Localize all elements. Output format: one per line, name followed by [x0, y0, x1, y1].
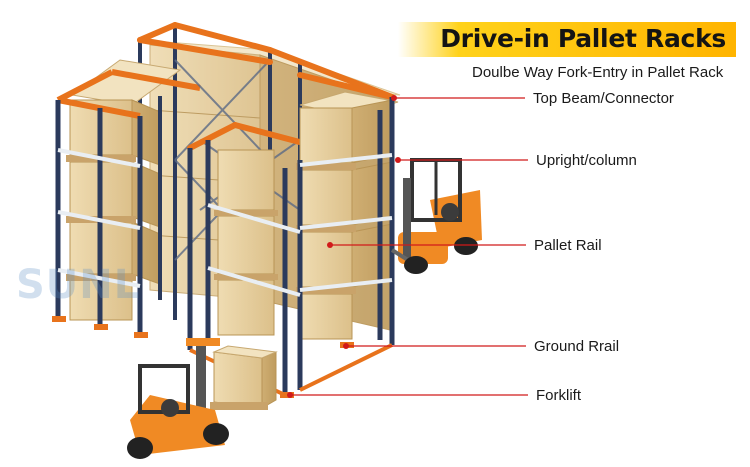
forklift-front [127, 338, 278, 459]
watermark-logo: SUNL [16, 262, 141, 308]
rack-right [214, 91, 399, 340]
top-connectors [137, 22, 395, 153]
label-upright: Upright/column [536, 152, 637, 169]
label-ground-rail: Ground Rrail [534, 338, 620, 355]
label-forklift: Forklift [536, 387, 581, 404]
rack-left [52, 59, 201, 338]
forklift-right [390, 158, 482, 274]
label-top-beam: Top Beam/Connector [533, 90, 674, 107]
label-pallet-rail: Pallet Rail [534, 237, 602, 254]
pallet-rails [207, 153, 393, 297]
leader-lines [287, 95, 528, 398]
page-subtitle: Doulbe Way Fork-Entry in Pallet Rack [472, 64, 724, 81]
front-uprights [187, 97, 395, 395]
page-title: Drive-in Pallet Racks [398, 22, 736, 57]
